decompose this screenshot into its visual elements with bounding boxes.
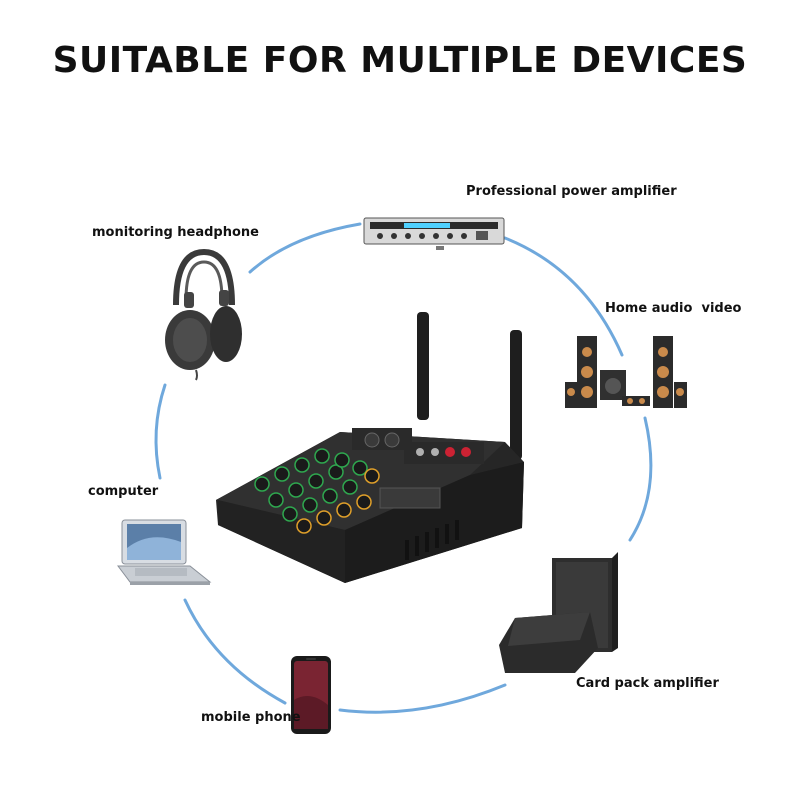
label-card-pack: Card pack amplifier [576, 676, 719, 691]
ring-arc-home-cardpack [628, 416, 653, 542]
label-home-audio: Home audio video [605, 301, 742, 316]
label-headphone: monitoring headphone [92, 225, 260, 240]
power-amplifier-icon [363, 217, 505, 250]
smartphone-icon [291, 656, 331, 734]
ring-arc-cardpack-phone [338, 683, 507, 714]
ring-arc-headphone-amp [248, 222, 362, 274]
ring-arc-phone-computer [183, 598, 287, 705]
label-computer: computer [88, 484, 159, 499]
ring-arc-amp-home [503, 236, 624, 357]
laptop-icon [117, 519, 212, 585]
label-phone: mobile phone [201, 710, 301, 725]
home-speakers-icon [565, 336, 687, 408]
audio-mixer-icon [216, 312, 524, 583]
connection-ring [154, 222, 653, 714]
ring-arc-computer-headphone [154, 383, 167, 480]
stage-monitor-icon [499, 552, 618, 673]
label-power-amplifier: Professional power amplifier [466, 184, 677, 199]
headphone-icon [165, 248, 242, 381]
headline: SUITABLE FOR MULTIPLE DEVICES [52, 40, 748, 81]
